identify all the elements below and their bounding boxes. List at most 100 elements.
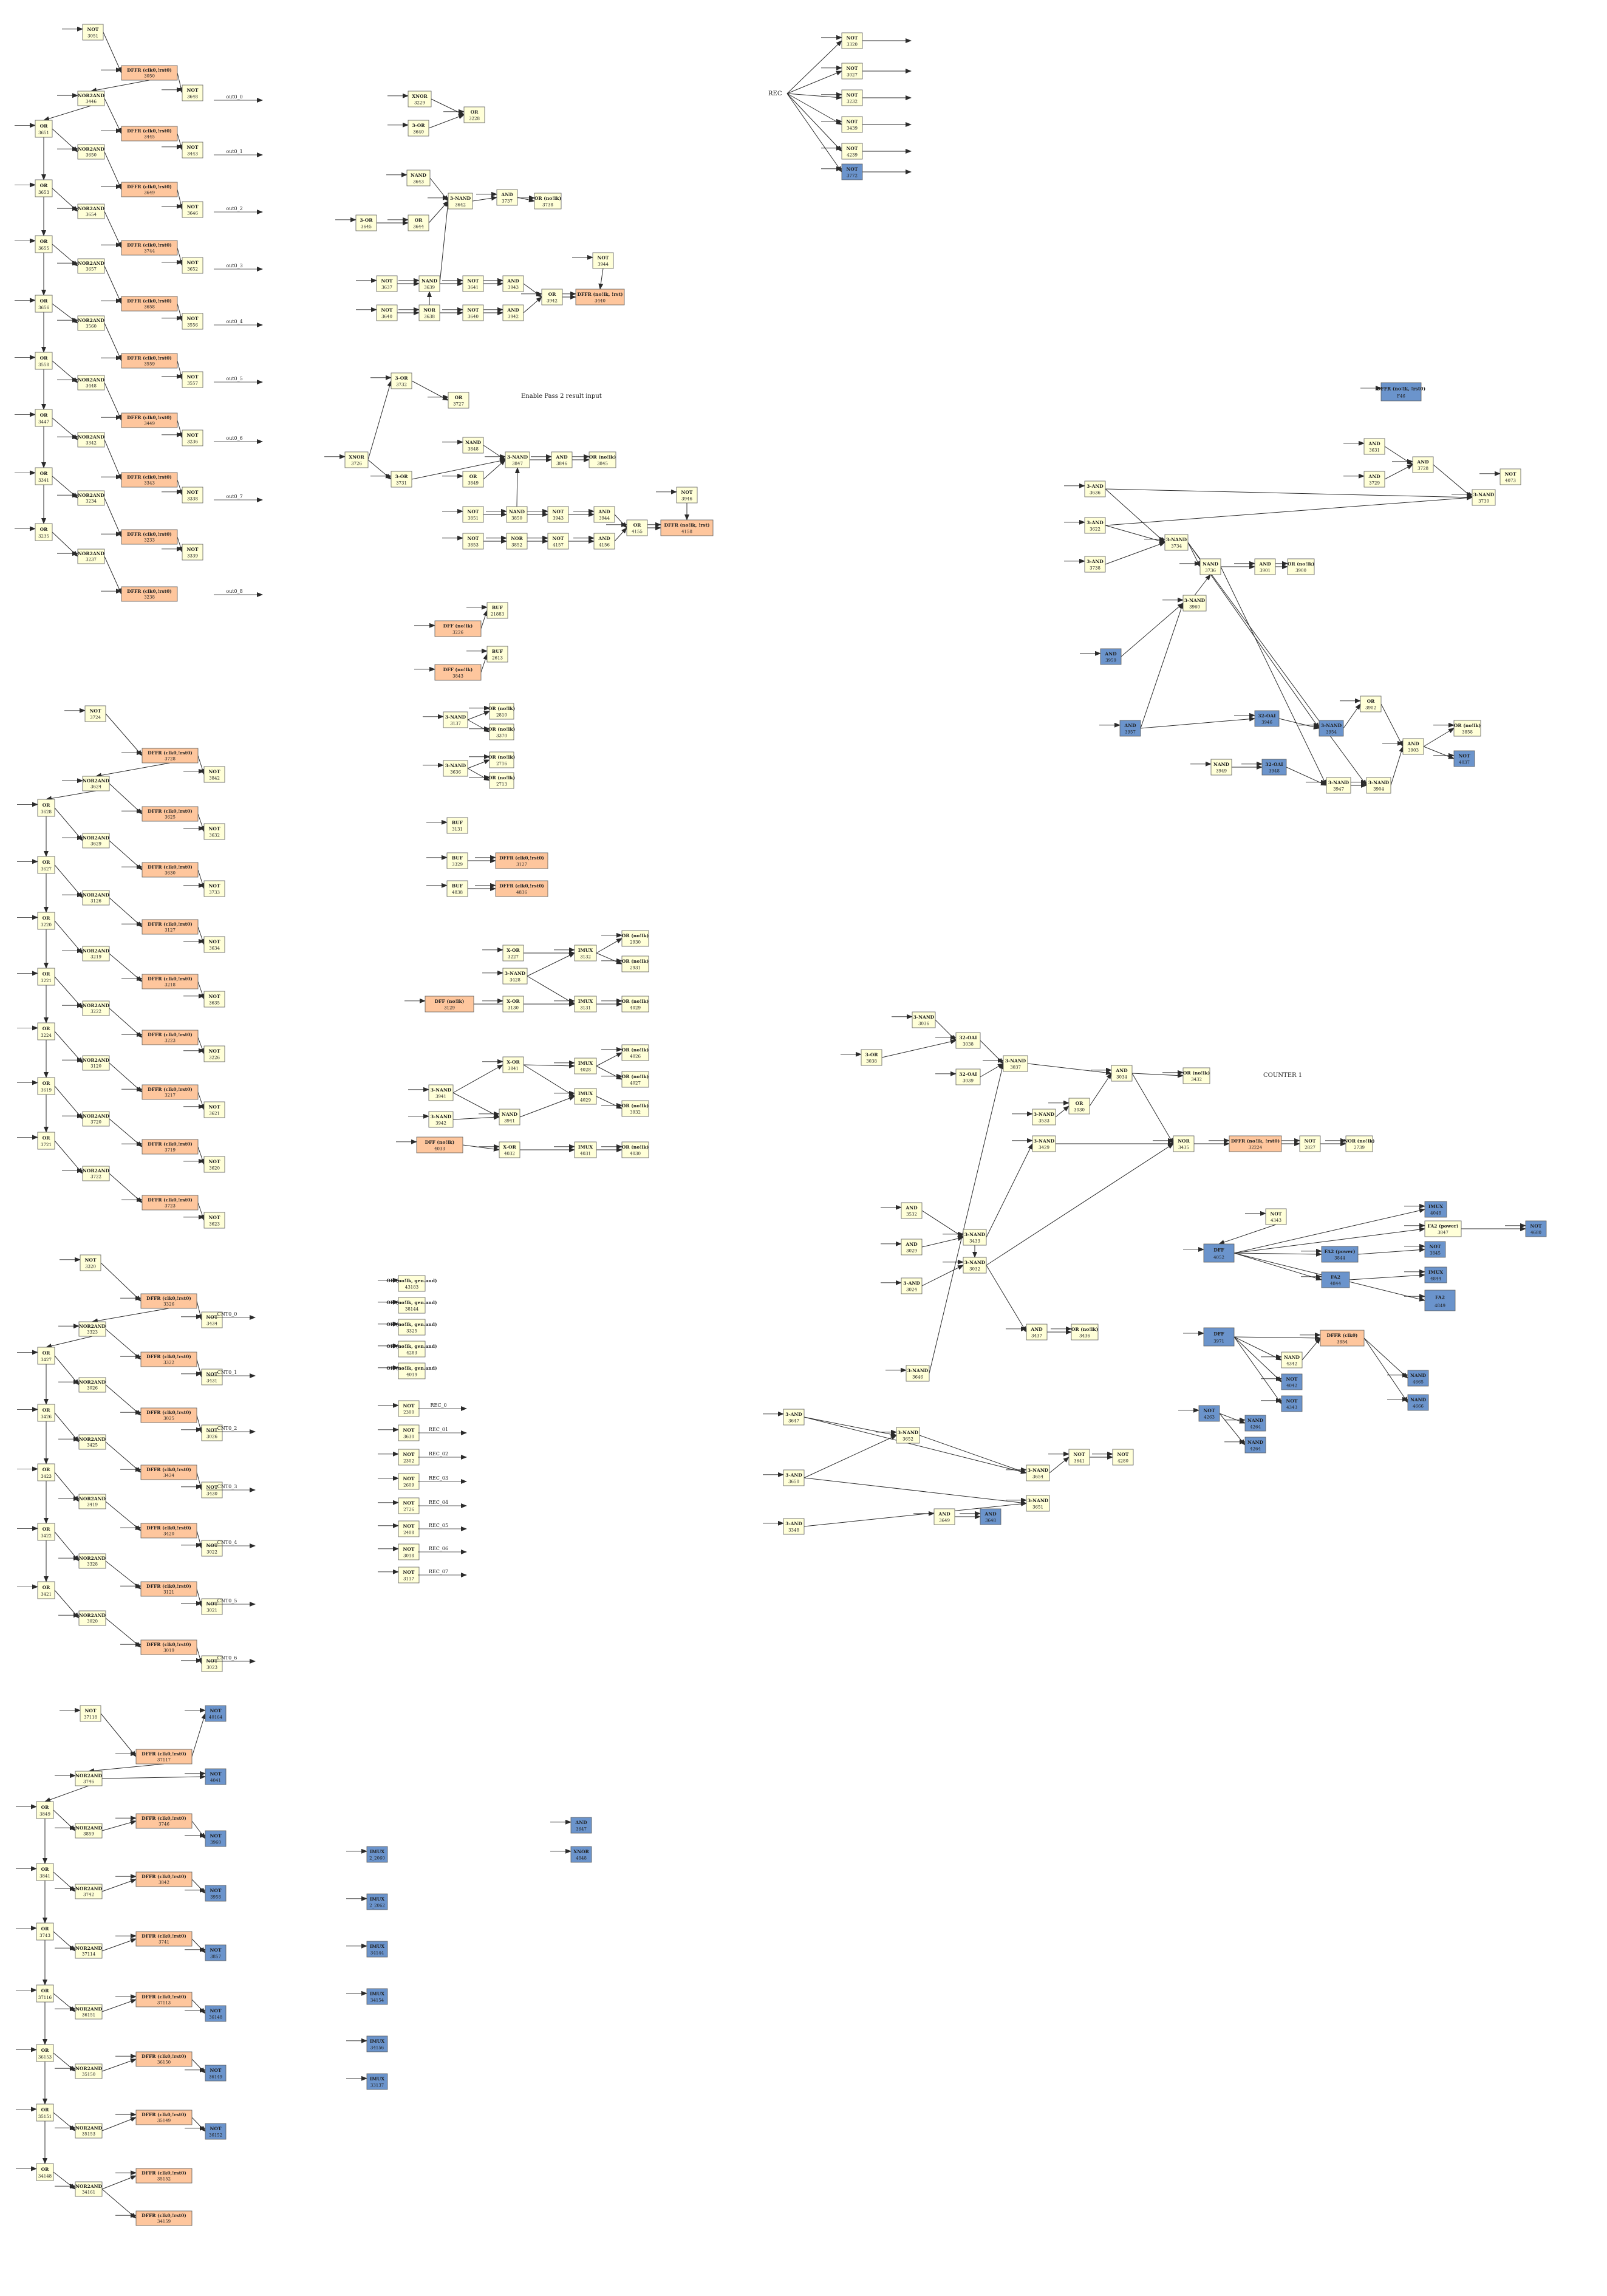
signal-label: REC_0: [430, 1403, 446, 1408]
cell-box: [418, 304, 440, 321]
wire: [52, 188, 78, 212]
wire: [439, 200, 451, 284]
cell-type: NAND: [502, 1112, 518, 1117]
cell-number: 3746: [83, 1780, 94, 1785]
wire: [921, 1265, 964, 1286]
cell-box: [36, 1922, 54, 1941]
cell-number: 3646: [912, 1375, 923, 1379]
cell-box: [783, 1469, 805, 1486]
cell-dffr-clk0-rst0: DFFR (clk0,!rst0)3420: [140, 1523, 197, 1539]
cell-box: [201, 1540, 223, 1557]
cell-number: 3051: [87, 33, 98, 38]
cell-number: 3329: [452, 862, 463, 867]
wire: [411, 458, 506, 480]
wire: [196, 1530, 203, 1549]
cell-type: DFFR (clk0,!rst0): [148, 1032, 193, 1037]
cell-number: 3843: [452, 674, 463, 678]
cell-type: DFFR (clk0,!rst0): [127, 184, 172, 190]
cell-number: 3733: [209, 890, 220, 895]
cell-or-no-lk: OR (no!lk)4026: [621, 1044, 649, 1061]
cell-number: 3650: [788, 1479, 799, 1484]
cell-number: 3624: [90, 785, 101, 790]
cell-number: 3218: [165, 983, 176, 988]
cell-number: 3432: [1191, 1077, 1202, 1082]
cell-type: 3-AND: [1087, 559, 1104, 564]
cell-number: 3228: [469, 116, 480, 121]
cell-box: [486, 646, 508, 663]
wire: [1233, 1251, 1322, 1257]
cell-type: OR: [43, 971, 51, 977]
cell-number: 3024: [906, 1287, 917, 1292]
cell-type: AND: [905, 1242, 918, 1247]
wire: [1423, 728, 1455, 747]
cell-number: 3734: [1171, 544, 1182, 548]
cell-number: 3848: [468, 446, 479, 451]
cell-type: NOR2AND: [83, 1003, 110, 1008]
cell-box: [446, 880, 468, 897]
cell-type: OR (no!lk): [1454, 723, 1481, 728]
cell-type: NOT: [209, 994, 220, 999]
cell-type: 3-AND: [785, 1521, 802, 1526]
wire: [519, 1096, 575, 1118]
cell-number: 4029: [580, 1098, 591, 1102]
cell-number: 3944: [598, 262, 609, 267]
cell-box: [621, 996, 649, 1013]
cell-number: 3653: [38, 190, 49, 195]
wire: [191, 1879, 206, 1894]
cell-number: 3038: [866, 1059, 877, 1064]
cell-type: BUF: [452, 855, 463, 861]
cell-number: 3630: [165, 871, 176, 876]
cell-box: [1380, 382, 1422, 401]
cell-box: [37, 1404, 55, 1422]
cell-box: [1068, 1449, 1090, 1466]
cell-box: [121, 126, 178, 142]
cell-box: [1281, 1395, 1303, 1412]
cell-type: OR: [43, 1350, 51, 1356]
cell-type: OR (no!lk): [622, 933, 649, 938]
wire: [196, 1472, 203, 1491]
cell-box: [1407, 1394, 1429, 1411]
wire: [104, 382, 122, 421]
cell-box: [1229, 1135, 1282, 1152]
cell-number: 3638: [424, 314, 435, 319]
cell-box: [1084, 480, 1106, 497]
wire: [452, 1092, 500, 1118]
wire: [803, 1477, 1027, 1505]
cell-type: DFFR (clk0,!rst0): [127, 242, 172, 248]
cell-type: DFFR (clk0,!rst0): [148, 1197, 193, 1203]
cell-box: [505, 451, 530, 468]
cell-number: 3904: [1373, 787, 1384, 791]
cell-type: NOT: [206, 1314, 218, 1320]
cell-number: 3429: [1039, 1145, 1049, 1150]
cell-type: 3-OR: [395, 474, 408, 479]
cell-number: 3943: [508, 285, 519, 290]
cell-box: [1198, 1405, 1220, 1422]
cell-type: NOT: [468, 509, 479, 514]
cell-number: 3636: [450, 770, 461, 774]
cell-box: [955, 1068, 981, 1085]
cell-box: [506, 533, 528, 550]
wire: [101, 1999, 137, 2012]
cell-type: NOT: [468, 536, 479, 541]
cell-number: 3941: [435, 1094, 446, 1099]
cell-box: [77, 315, 105, 331]
cell-box: [182, 313, 203, 330]
